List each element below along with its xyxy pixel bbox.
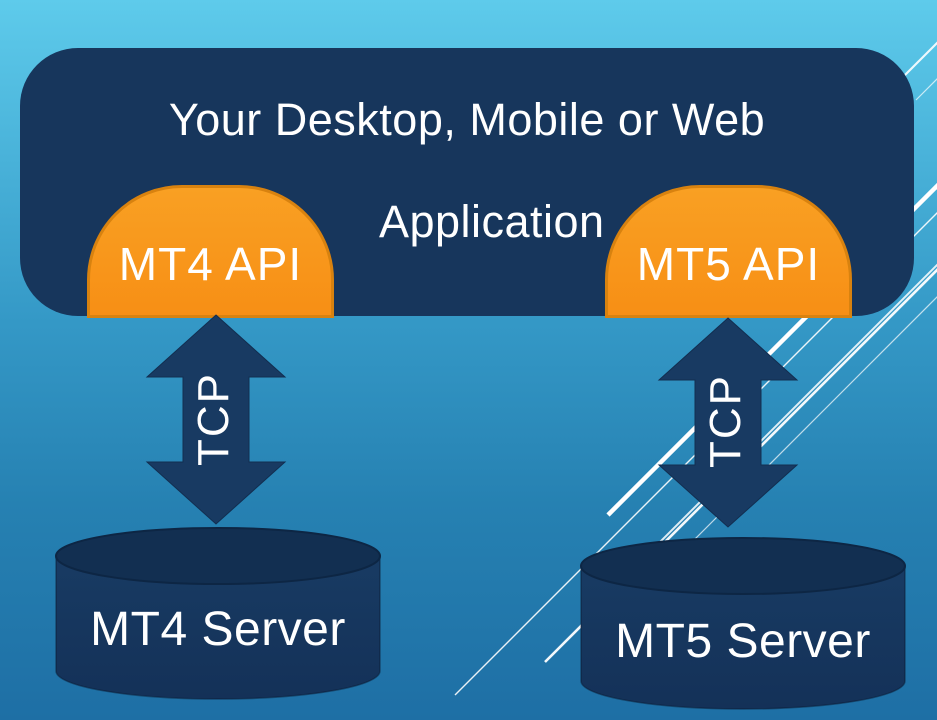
diagonal-line (581, 296, 937, 653)
mt4-server-cylinder-lid (55, 527, 381, 585)
application-title-line1: Your Desktop, Mobile or Web (168, 94, 766, 145)
tcp-label-mt5: TCP (701, 374, 750, 468)
mt4-api-label: MT4 API (118, 238, 303, 290)
mt5-server-label: MT5 Server (615, 615, 871, 668)
tcp-label-mt4: TCP (189, 372, 238, 466)
mt5-server-cylinder-lid (580, 537, 906, 595)
diagonal-line (899, 41, 937, 81)
mt4-server-label: MT4 Server (90, 603, 346, 656)
application-title-line2: Application (378, 196, 605, 247)
mt5-api-node: MT5 API (605, 185, 852, 318)
application-title: Your Desktop, Mobile or Web Application (20, 94, 914, 298)
diagonal-line (915, 78, 937, 101)
mt4-api-node: MT4 API (87, 185, 334, 318)
mt5-api-label: MT5 API (636, 238, 821, 290)
